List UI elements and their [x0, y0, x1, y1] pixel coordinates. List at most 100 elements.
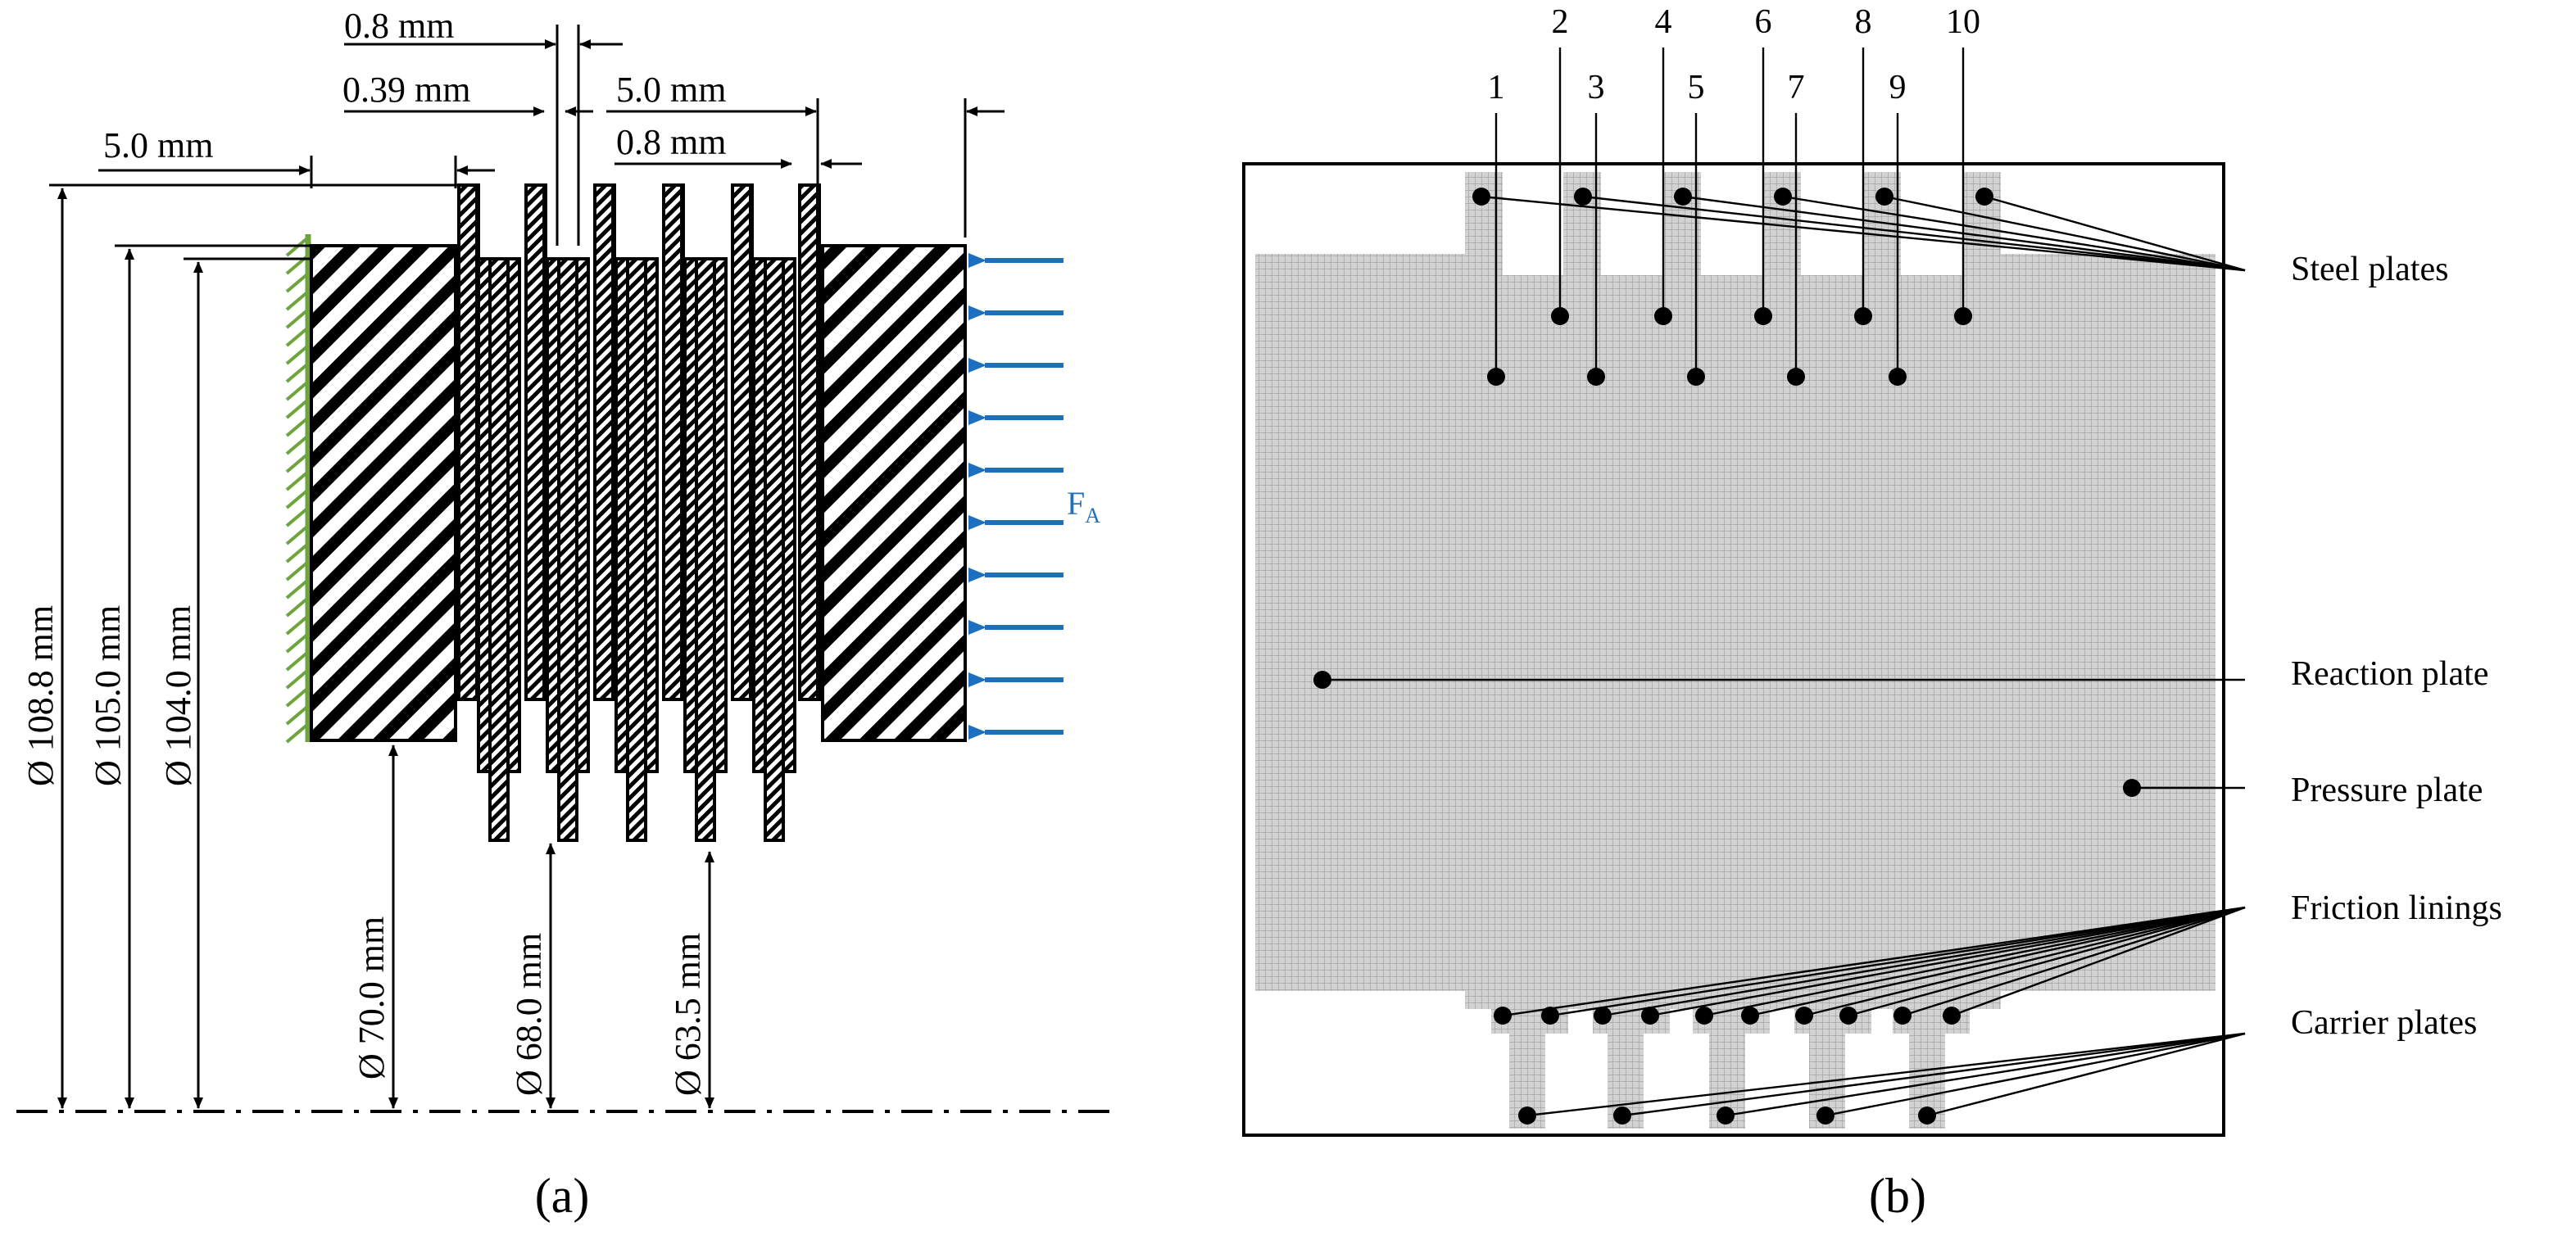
carrier-plate-section [764, 257, 785, 842]
panel-a-cross-section: FA 0.8 mm 0.39 mm 5. [16, 6, 1114, 1223]
steel-plate-section [457, 183, 478, 701]
leader-line [1621, 1032, 2246, 1117]
support-hatch-tick [285, 434, 310, 455]
marker-dot [1741, 1007, 1759, 1025]
leader-line [1984, 195, 2246, 272]
leader-line [1549, 906, 2246, 1017]
diameter-dimensions-bottom [388, 744, 714, 1109]
marker-dot [1889, 368, 1907, 386]
support-hatch-tick [285, 668, 310, 690]
support-hatch-tick [285, 596, 310, 618]
plate-number: 10 [1946, 3, 1980, 41]
marker-dot [1518, 1106, 1536, 1125]
leader-line [1902, 906, 2246, 1017]
support-hatch-tick [285, 632, 310, 654]
marker-dot [1695, 1007, 1713, 1025]
support-hatch-tick [285, 722, 310, 744]
label-reaction-plate: Reaction plate [2291, 655, 2488, 693]
marker-dot [1839, 1007, 1857, 1025]
leader-lines [1322, 48, 2246, 1117]
leader-line [1649, 906, 2246, 1017]
support-hatch-tick [285, 326, 310, 347]
support-hatch-tick [285, 506, 310, 527]
plate-stack [457, 183, 821, 842]
marker-dot [1787, 368, 1805, 386]
marker-dot [1674, 188, 1692, 206]
pressure-plate-section [821, 244, 967, 742]
marker-dot [1943, 1007, 1961, 1025]
leader-line [1782, 195, 2246, 272]
carrier-plate-section [488, 257, 510, 842]
dim-top-0-8-right: 0.8 mm [616, 122, 726, 162]
leader-line [1749, 906, 2246, 1017]
steel-plate-section [662, 183, 683, 701]
marker-dot [2123, 779, 2141, 797]
leader-line [1725, 1032, 2246, 1117]
dim-diam-108-8: Ø 108.8 mm [20, 605, 61, 786]
marker-dot [1854, 307, 1872, 325]
support-hatch-tick [285, 452, 310, 473]
plate-number: 1 [1488, 69, 1505, 106]
support-hatch-tick [285, 560, 310, 582]
support-hatch-tick [285, 488, 310, 509]
plate-number: 2 [1552, 3, 1569, 41]
marker-dot [1494, 1007, 1512, 1025]
plate-number: 8 [1855, 3, 1872, 41]
leader-line [1926, 1032, 2246, 1117]
marker-dots [1313, 188, 2141, 1125]
marker-dot [1893, 1007, 1912, 1025]
marker-dot [1641, 1007, 1659, 1025]
dim-diam-70-0: Ø 70.0 mm [351, 916, 392, 1079]
reaction-plate-mesh [1255, 254, 1465, 991]
label-carrier-plates: Carrier plates [2291, 1004, 2477, 1042]
support-hatch-tick [285, 704, 310, 726]
panel-b-caption: (b) [1869, 1169, 1926, 1223]
marker-dot [1795, 1007, 1813, 1025]
reaction-plate-section [310, 244, 457, 742]
marker-dot [1313, 671, 1331, 689]
steel-plate-section [731, 183, 752, 701]
marker-dot [1754, 307, 1772, 325]
marker-dot [1654, 307, 1672, 325]
force-label: FA [1067, 485, 1100, 527]
marker-dot [1487, 368, 1505, 386]
leader-line [1703, 906, 2246, 1017]
plate-number: 9 [1889, 69, 1907, 106]
support-hatch-tick [285, 290, 310, 311]
plate-number: 4 [1655, 3, 1672, 41]
dim-top-0-8: 0.8 mm [344, 6, 454, 46]
marker-dot [1472, 188, 1490, 206]
label-steel-plates: Steel plates [2291, 251, 2448, 288]
marker-dot [1875, 188, 1893, 206]
dim-diam-68-0: Ø 68.0 mm [509, 933, 549, 1096]
support-hatch-tick [285, 578, 310, 600]
support-hatch-tick [285, 686, 310, 708]
plate-number: 6 [1755, 3, 1772, 41]
support-hatch-tick [285, 542, 310, 563]
support-hatch-tick [285, 470, 310, 491]
support-hatch-tick [285, 380, 310, 401]
marker-dot [1574, 188, 1592, 206]
plate-number: 7 [1788, 69, 1805, 106]
central-mesh [1465, 275, 2001, 1009]
support-hatch-tick [285, 362, 310, 383]
plate-numbers: 1 23 45 67 89 10 [1488, 3, 1981, 106]
dim-diam-105-0: Ø 105.0 mm [88, 605, 128, 786]
marker-dot [1717, 1106, 1735, 1125]
marker-dot [1687, 368, 1705, 386]
marker-dot [1551, 307, 1569, 325]
label-friction-linings: Friction linings [2291, 889, 2502, 927]
steel-plate-section [593, 183, 615, 701]
leader-line [1848, 906, 2246, 1017]
label-pressure-plate: Pressure plate [2291, 772, 2483, 809]
marker-dot [1541, 1007, 1559, 1025]
marker-dot [1975, 188, 1993, 206]
support-hatch-tick [285, 614, 310, 636]
plate-number: 3 [1588, 69, 1605, 106]
support-hatch-tick [285, 272, 310, 293]
plate-number: 5 [1688, 69, 1705, 106]
fixed-support [285, 234, 311, 744]
marker-dot [1918, 1106, 1936, 1125]
